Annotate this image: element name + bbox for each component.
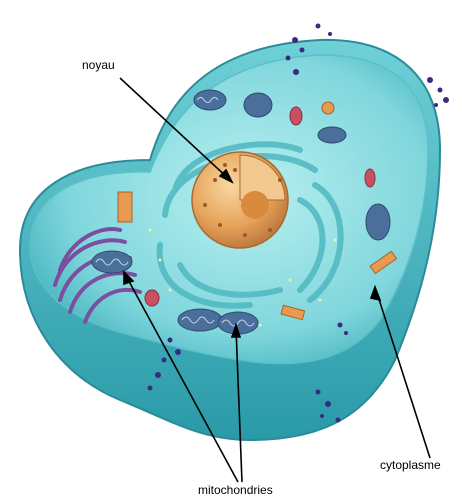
mitochondrion [92,251,132,273]
mitochondrion [194,90,226,110]
mitochondrion [244,93,272,117]
nucleolus [241,191,269,219]
label-nucleus: noyau [82,58,115,72]
mitochondrion [178,309,222,331]
nucleus [192,152,288,248]
label-cytoplasm: cytoplasme [380,458,441,472]
mitochondrion [318,127,346,143]
mitochondrion [366,204,390,240]
label-mitochondria: mitochondries [198,483,273,497]
